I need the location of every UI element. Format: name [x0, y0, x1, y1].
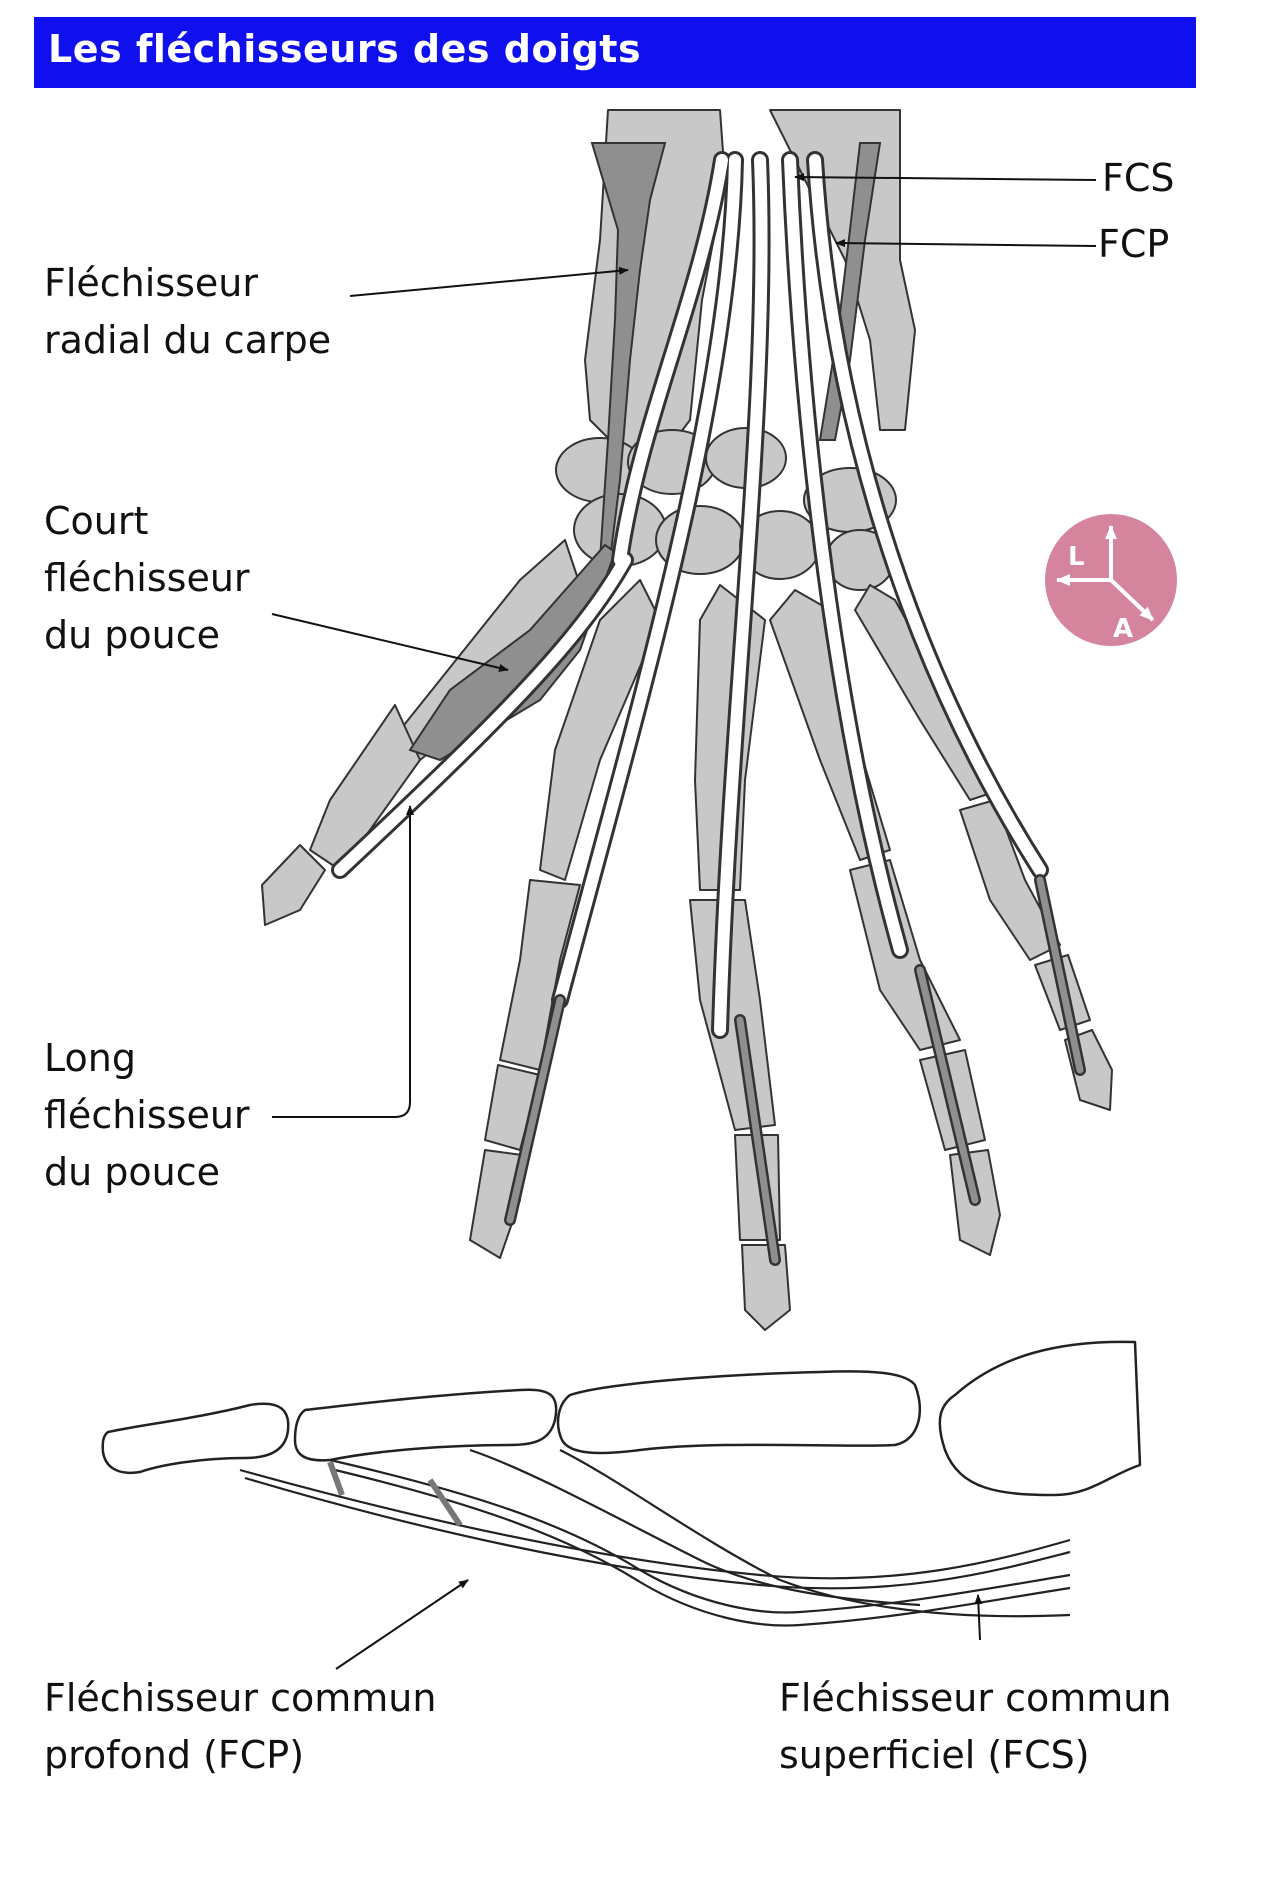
fcp-leader	[835, 239, 1097, 248]
leader-lines	[271, 173, 1097, 1670]
finger-lateral-view	[101, 1340, 1142, 1627]
middle-phalanx	[293, 1388, 558, 1462]
fcs-full-leader	[974, 1594, 983, 1641]
fcs-leader	[794, 173, 1097, 182]
vinculum	[327, 1460, 345, 1497]
vinculum	[427, 1478, 463, 1527]
fcp-full-label: Fléchisseur commun profond (FCP)	[44, 1676, 437, 1777]
long-leader	[272, 805, 414, 1118]
fcs-full-label: Fléchisseur commun superficiel (FCS)	[779, 1676, 1172, 1777]
radial-leader	[349, 266, 629, 297]
lateral-label: L	[1068, 542, 1085, 572]
flexor-carpi-radialis-label: Fléchisseur radial du carpe	[44, 261, 332, 362]
flexor-tendons	[331, 151, 1086, 1266]
title-bar: Les fléchisseurs des doigts	[34, 17, 1196, 88]
court-flechisseur-pouce-label: Court fléchisseur du pouce	[44, 499, 250, 657]
index-finger-bones	[469, 579, 661, 1259]
page-title: Les fléchisseurs des doigts	[48, 27, 642, 71]
anterior-label: A	[1113, 614, 1133, 644]
metacarpal-head	[938, 1340, 1142, 1497]
fcs-short-label: FCS	[1102, 156, 1175, 200]
long-flechisseur-pouce-label: Long fléchisseur du pouce	[44, 1036, 250, 1194]
fcp-full-leader	[335, 1579, 469, 1670]
court-leader	[271, 613, 509, 672]
distal-phalanx	[101, 1402, 290, 1475]
flexor-carpi-radialis-muscle	[590, 142, 667, 561]
lateral-tendons	[239, 1448, 1071, 1627]
proximal-phalanx	[556, 1370, 922, 1455]
orientation-compass: L A	[1045, 514, 1177, 646]
fcp-short-label: FCP	[1098, 222, 1170, 266]
